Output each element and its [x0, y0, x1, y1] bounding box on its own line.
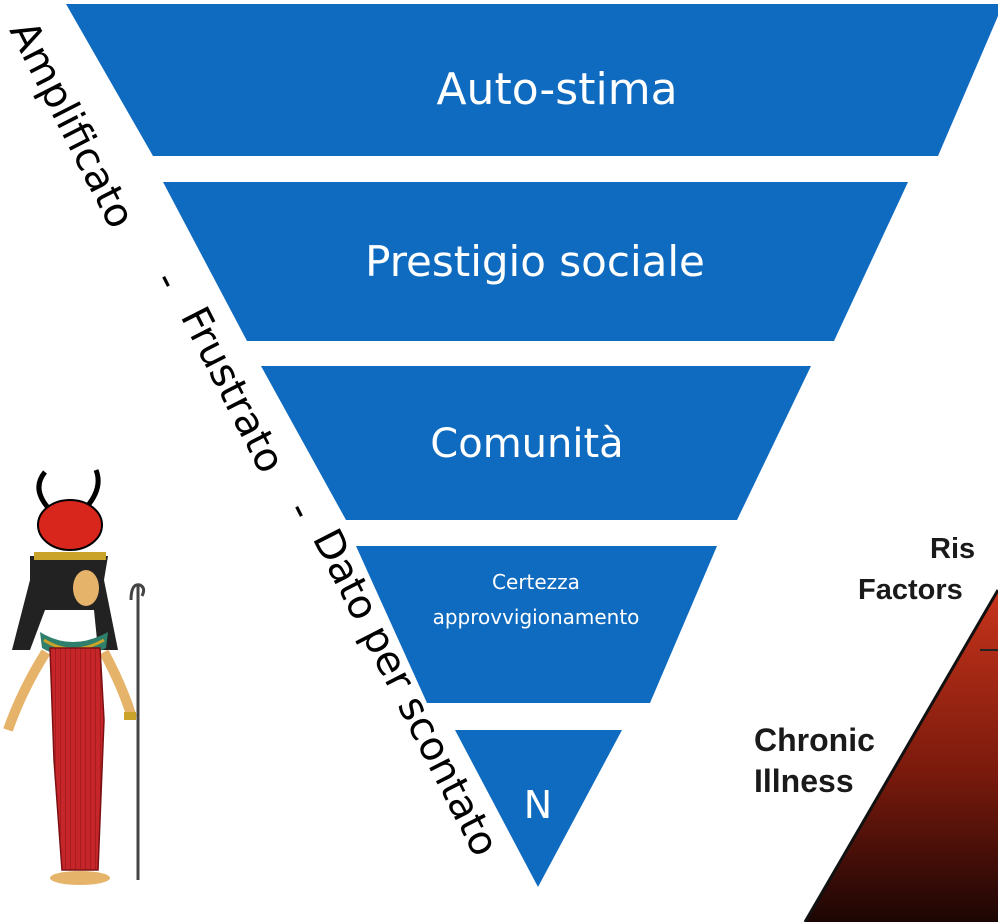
chronic-label-line1: Chronic: [754, 722, 875, 758]
level-4-label-line2: approvvigionamento: [433, 605, 640, 629]
pyramid-level-4: [356, 546, 717, 703]
level-3-label: Comunità: [430, 421, 623, 467]
dash-1-label: -: [144, 264, 192, 298]
dash-2-label: -: [277, 494, 325, 528]
pyramid-level-2: [163, 182, 908, 341]
level-5-label: N: [524, 783, 552, 827]
chronic-label-line2: Illness: [754, 763, 854, 799]
pyramid-level-1: [66, 4, 998, 156]
risk-factors-line2: Factors: [858, 574, 963, 606]
egyptian-goddess-icon: [3, 469, 146, 885]
risk-factors-line1: Ris: [930, 533, 975, 565]
level-4-label-line1: Certezza: [492, 570, 580, 594]
level-1-label: Auto-stima: [436, 64, 677, 115]
pyramid-level-3: [261, 366, 811, 520]
level-2-label: Prestigio sociale: [365, 237, 705, 286]
pyramid-level-5: [455, 730, 622, 887]
pyramid: Auto-stima Prestigio sociale Comunità Ce…: [66, 4, 998, 887]
right-figure: Ris Factors Chronic Illness: [754, 533, 998, 922]
red-pyramid-edge: [803, 589, 998, 922]
